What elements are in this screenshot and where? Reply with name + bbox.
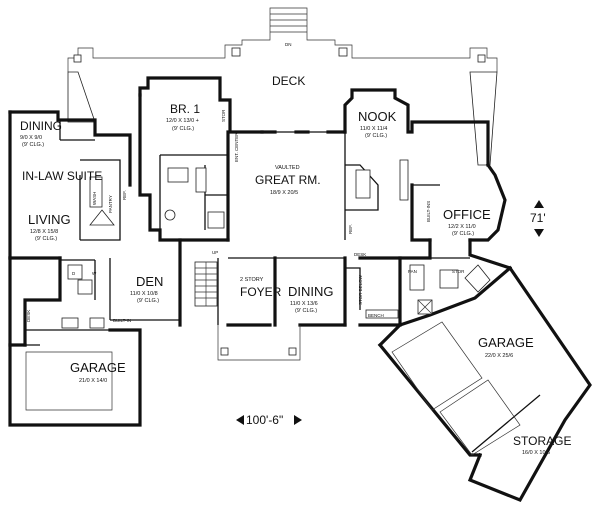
stor-rear-label: STOR — [221, 109, 226, 122]
stairs — [194, 261, 218, 307]
built-in-left-label: BUILT-IN — [113, 318, 131, 323]
dryer-label: D — [72, 271, 76, 276]
garage-right-size: 22/0 X 25/6 — [485, 353, 513, 359]
nook-size: 11/0 X 11/4 — [360, 126, 387, 132]
br1-ceiling: (9' CLG.) — [172, 126, 194, 132]
pantry-label: PANTRY — [108, 195, 113, 213]
ref-right-label: REF. — [348, 224, 353, 234]
office-label: OFFICE — [443, 207, 491, 222]
storage-label: STORAGE — [513, 434, 571, 448]
pan-label: PAN — [408, 269, 417, 274]
walls — [8, 76, 592, 503]
great-room-label: GREAT RM. — [255, 173, 321, 187]
dimension-markers — [236, 200, 544, 425]
stairs-down-label: DN — [285, 42, 292, 47]
ref-left-label: REF. — [122, 190, 127, 200]
living-label: LIVING — [28, 212, 71, 227]
garage-right-label: GARAGE — [478, 335, 534, 350]
front-porch — [217, 325, 301, 361]
built-ins-office-label: BUILT-INS — [426, 201, 431, 222]
deck-outline — [67, 7, 498, 166]
desk-main-label: DESK — [354, 252, 366, 257]
dining-inlaw-ceiling: (9' CLG.) — [22, 142, 44, 148]
garage-doors — [25, 321, 521, 456]
dining-main-size: 11/0 X 13/6 — [290, 301, 318, 307]
overall-depth-label: 71' — [530, 211, 546, 225]
up-label: UP — [212, 250, 218, 255]
inlaw-suite-label: IN-LAW SUITE — [22, 169, 102, 183]
dining-inlaw-size: 9/0 X 9/0 — [20, 135, 42, 141]
den-ceiling: (9' CLG.) — [137, 298, 159, 304]
ent-center-label: ENT. CENTER — [234, 132, 239, 162]
nook-ceiling: (9' CLG.) — [365, 133, 387, 139]
living-ceiling: (9' CLG.) — [35, 236, 57, 242]
deck-label: DECK — [272, 74, 305, 88]
overall-width-label: 100'-6" — [246, 413, 283, 427]
den-label: DEN — [136, 274, 163, 289]
office-size: 12/2 X 11/0 — [448, 224, 476, 230]
desk-left-label: DESK — [26, 310, 31, 322]
br1-size: 12/0 X 13/0 + — [166, 118, 199, 124]
stor-right-label: STOR — [452, 269, 465, 274]
stor-below-label: STOR BELOW — [358, 274, 363, 305]
living-size: 12/8 X 15/8 — [30, 229, 58, 235]
office-ceiling: (9' CLG.) — [452, 231, 474, 237]
foyer-note: 2 STORY — [240, 277, 264, 283]
fixtures — [61, 167, 491, 329]
nook-label: NOOK — [358, 109, 397, 124]
great-room-note: VAULTED — [275, 165, 300, 171]
storage-size: 16/0 X 10/6 — [522, 450, 550, 456]
wash-label: WASH — [92, 192, 97, 205]
dining-main-ceiling: (9' CLG.) — [295, 308, 317, 314]
dining-main-label: DINING — [288, 284, 334, 299]
great-room-size: 18/9 X 20/5 — [270, 190, 298, 196]
foyer-label: FOYER — [240, 285, 282, 299]
br1-label: BR. 1 — [170, 102, 200, 116]
dining-inlaw-label: DINING — [20, 119, 62, 133]
washer-label: W — [92, 271, 97, 276]
bench-label: BENCH — [368, 313, 384, 318]
den-size: 11/0 X 10/8 — [130, 291, 158, 297]
garage-left-label: GARAGE — [70, 360, 126, 375]
garage-left-size: 21/0 X 14/0 — [79, 378, 107, 384]
